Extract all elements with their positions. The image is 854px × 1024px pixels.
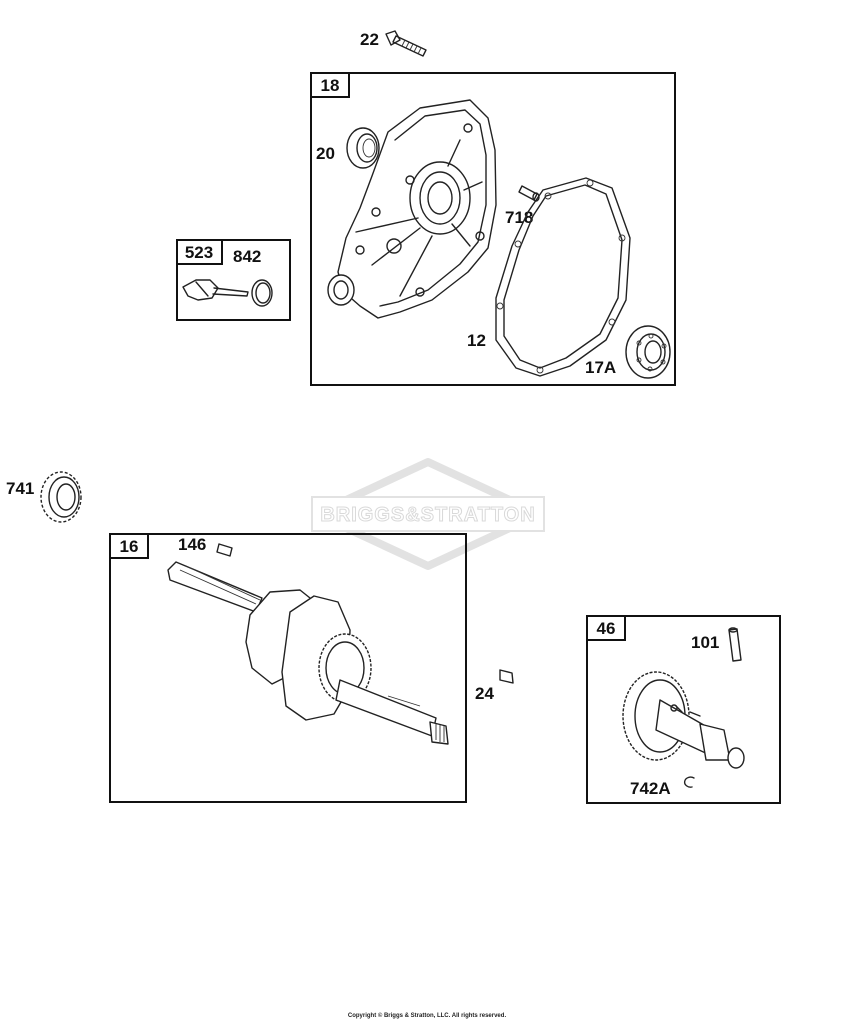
callout-742A: 742A — [630, 779, 671, 798]
callout-523: 523 — [185, 243, 213, 262]
callout-18: 18 — [321, 76, 340, 95]
callout-16: 16 — [120, 537, 139, 556]
assembly-box-16 — [109, 533, 467, 803]
assembly-tag-18 — [310, 72, 350, 98]
pin-101[interactable] — [728, 627, 742, 662]
brand-watermark: BRIGGS&STRATTON — [311, 458, 545, 570]
callout-146: 146 — [178, 535, 206, 554]
assembly-tag-523 — [176, 239, 223, 265]
callout-101: 101 — [691, 633, 719, 652]
ball-bearing-17A[interactable] — [625, 325, 671, 379]
timing-gear-741[interactable] — [40, 471, 82, 523]
key-146[interactable] — [216, 543, 233, 557]
callout-12: 12 — [467, 331, 486, 350]
assembly-tag-46 — [586, 615, 626, 641]
crankcase-cover[interactable] — [327, 99, 497, 319]
callout-741: 741 — [6, 479, 34, 498]
camshaft-46[interactable] — [622, 671, 745, 769]
key-24[interactable] — [499, 669, 514, 684]
dowel-pin-718[interactable] — [518, 185, 540, 202]
callout-24: 24 — [475, 684, 494, 703]
gasket-12[interactable] — [495, 177, 631, 377]
callout-46: 46 — [597, 619, 616, 638]
assembly-box-523 — [176, 239, 291, 321]
retaining-ring-742A[interactable] — [683, 776, 695, 788]
callout-17A: 17A — [585, 358, 616, 377]
oil-seal-20[interactable] — [346, 127, 380, 169]
callout-22: 22 — [360, 30, 379, 49]
callout-20: 20 — [316, 144, 335, 163]
watermark-text: BRIGGS&STRATTON — [320, 504, 535, 526]
dipstick-plug-523[interactable] — [182, 279, 249, 301]
callout-718: 718 — [505, 208, 533, 227]
assembly-box-46 — [586, 615, 781, 804]
copyright-notice: Copyright © Briggs & Stratton, LLC. All … — [347, 1013, 507, 1019]
o-ring-842[interactable] — [251, 279, 273, 307]
assembly-box-18 — [310, 72, 676, 386]
assembly-tag-16 — [109, 533, 149, 559]
bolt-22[interactable] — [385, 30, 427, 57]
crankshaft[interactable] — [167, 561, 449, 745]
callout-842: 842 — [233, 247, 261, 266]
